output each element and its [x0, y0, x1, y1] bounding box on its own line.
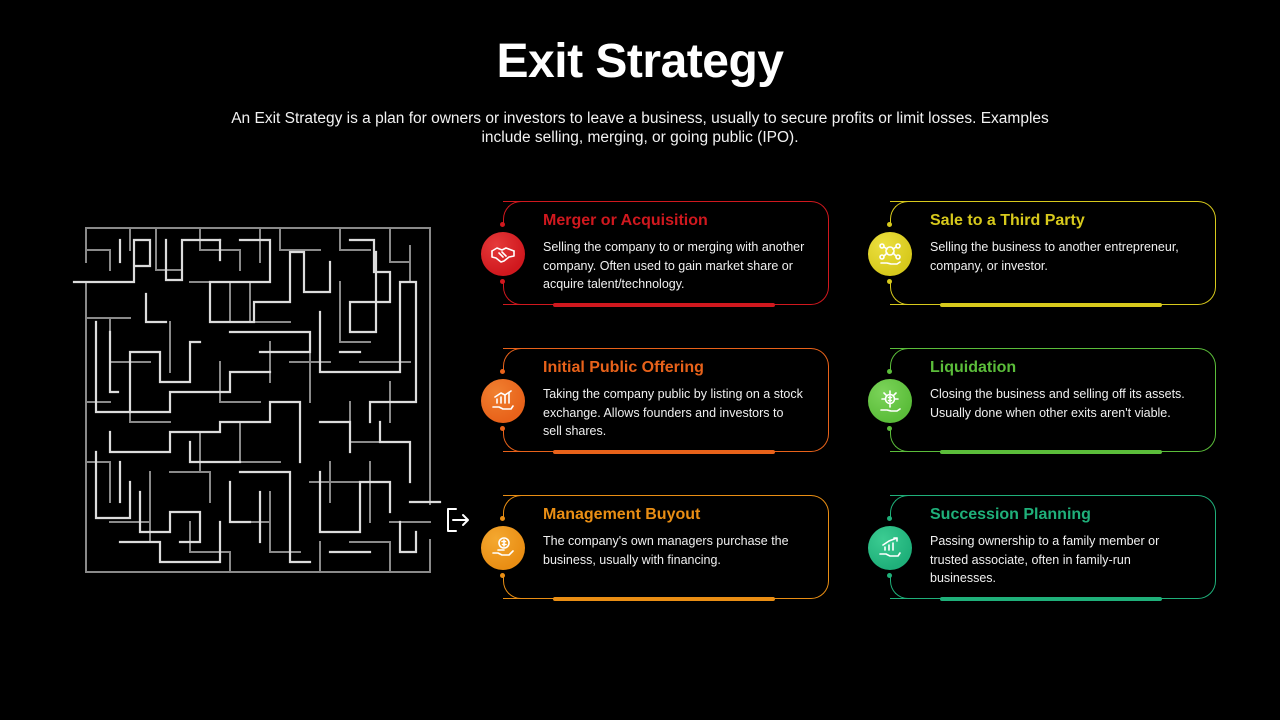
- card-heading: Sale to a Third Party: [930, 212, 1085, 229]
- card-succession-planning: Succession Planning Passing ownership to…: [868, 494, 1216, 601]
- card-heading: Initial Public Offering: [543, 359, 704, 376]
- chart-hand-icon: [868, 526, 912, 570]
- card-liquidation: Liquidation Closing the business and sel…: [868, 347, 1216, 454]
- coin-network-icon: [868, 232, 912, 276]
- handshake-icon: [481, 232, 525, 276]
- accent-bar: [553, 597, 775, 601]
- growth-chart-hand-icon: [481, 379, 525, 423]
- accent-bar: [940, 450, 1162, 454]
- slide-subtitle: An Exit Strategy is a plan for owners or…: [231, 110, 1049, 146]
- card-heading: Liquidation: [930, 359, 1017, 376]
- card-initial-public-offering: Initial Public Offering Taking the compa…: [481, 347, 829, 454]
- card-description: Passing ownership to a family member or …: [930, 534, 1160, 585]
- maze-illustration: [72, 227, 442, 573]
- card-heading: Succession Planning: [930, 506, 1091, 523]
- card-description: Taking the company public by listing on …: [543, 387, 803, 438]
- card-description: Selling the business to another entrepre…: [930, 240, 1179, 273]
- accent-bar: [940, 303, 1162, 307]
- accent-bar: [940, 597, 1162, 601]
- card-heading: Management Buyout: [543, 506, 701, 523]
- dollar-network-icon: [868, 379, 912, 423]
- card-sale-third-party: Sale to a Third Party Selling the busine…: [868, 200, 1216, 307]
- accent-bar: [553, 303, 775, 307]
- card-description: Selling the company to or merging with a…: [543, 240, 805, 291]
- accent-bar: [553, 450, 775, 454]
- card-merger-acquisition: Merger or Acquisition Selling the compan…: [481, 200, 829, 307]
- card-management-buyout: Management Buyout The company's own mana…: [481, 494, 829, 601]
- money-hand-icon: [481, 526, 525, 570]
- slide-title: Exit Strategy: [496, 35, 784, 88]
- card-description: The company's own managers purchase the …: [543, 534, 789, 567]
- card-description: Closing the business and selling off its…: [930, 387, 1185, 420]
- card-heading: Merger or Acquisition: [543, 212, 708, 229]
- exit-arrow-icon: [447, 508, 469, 532]
